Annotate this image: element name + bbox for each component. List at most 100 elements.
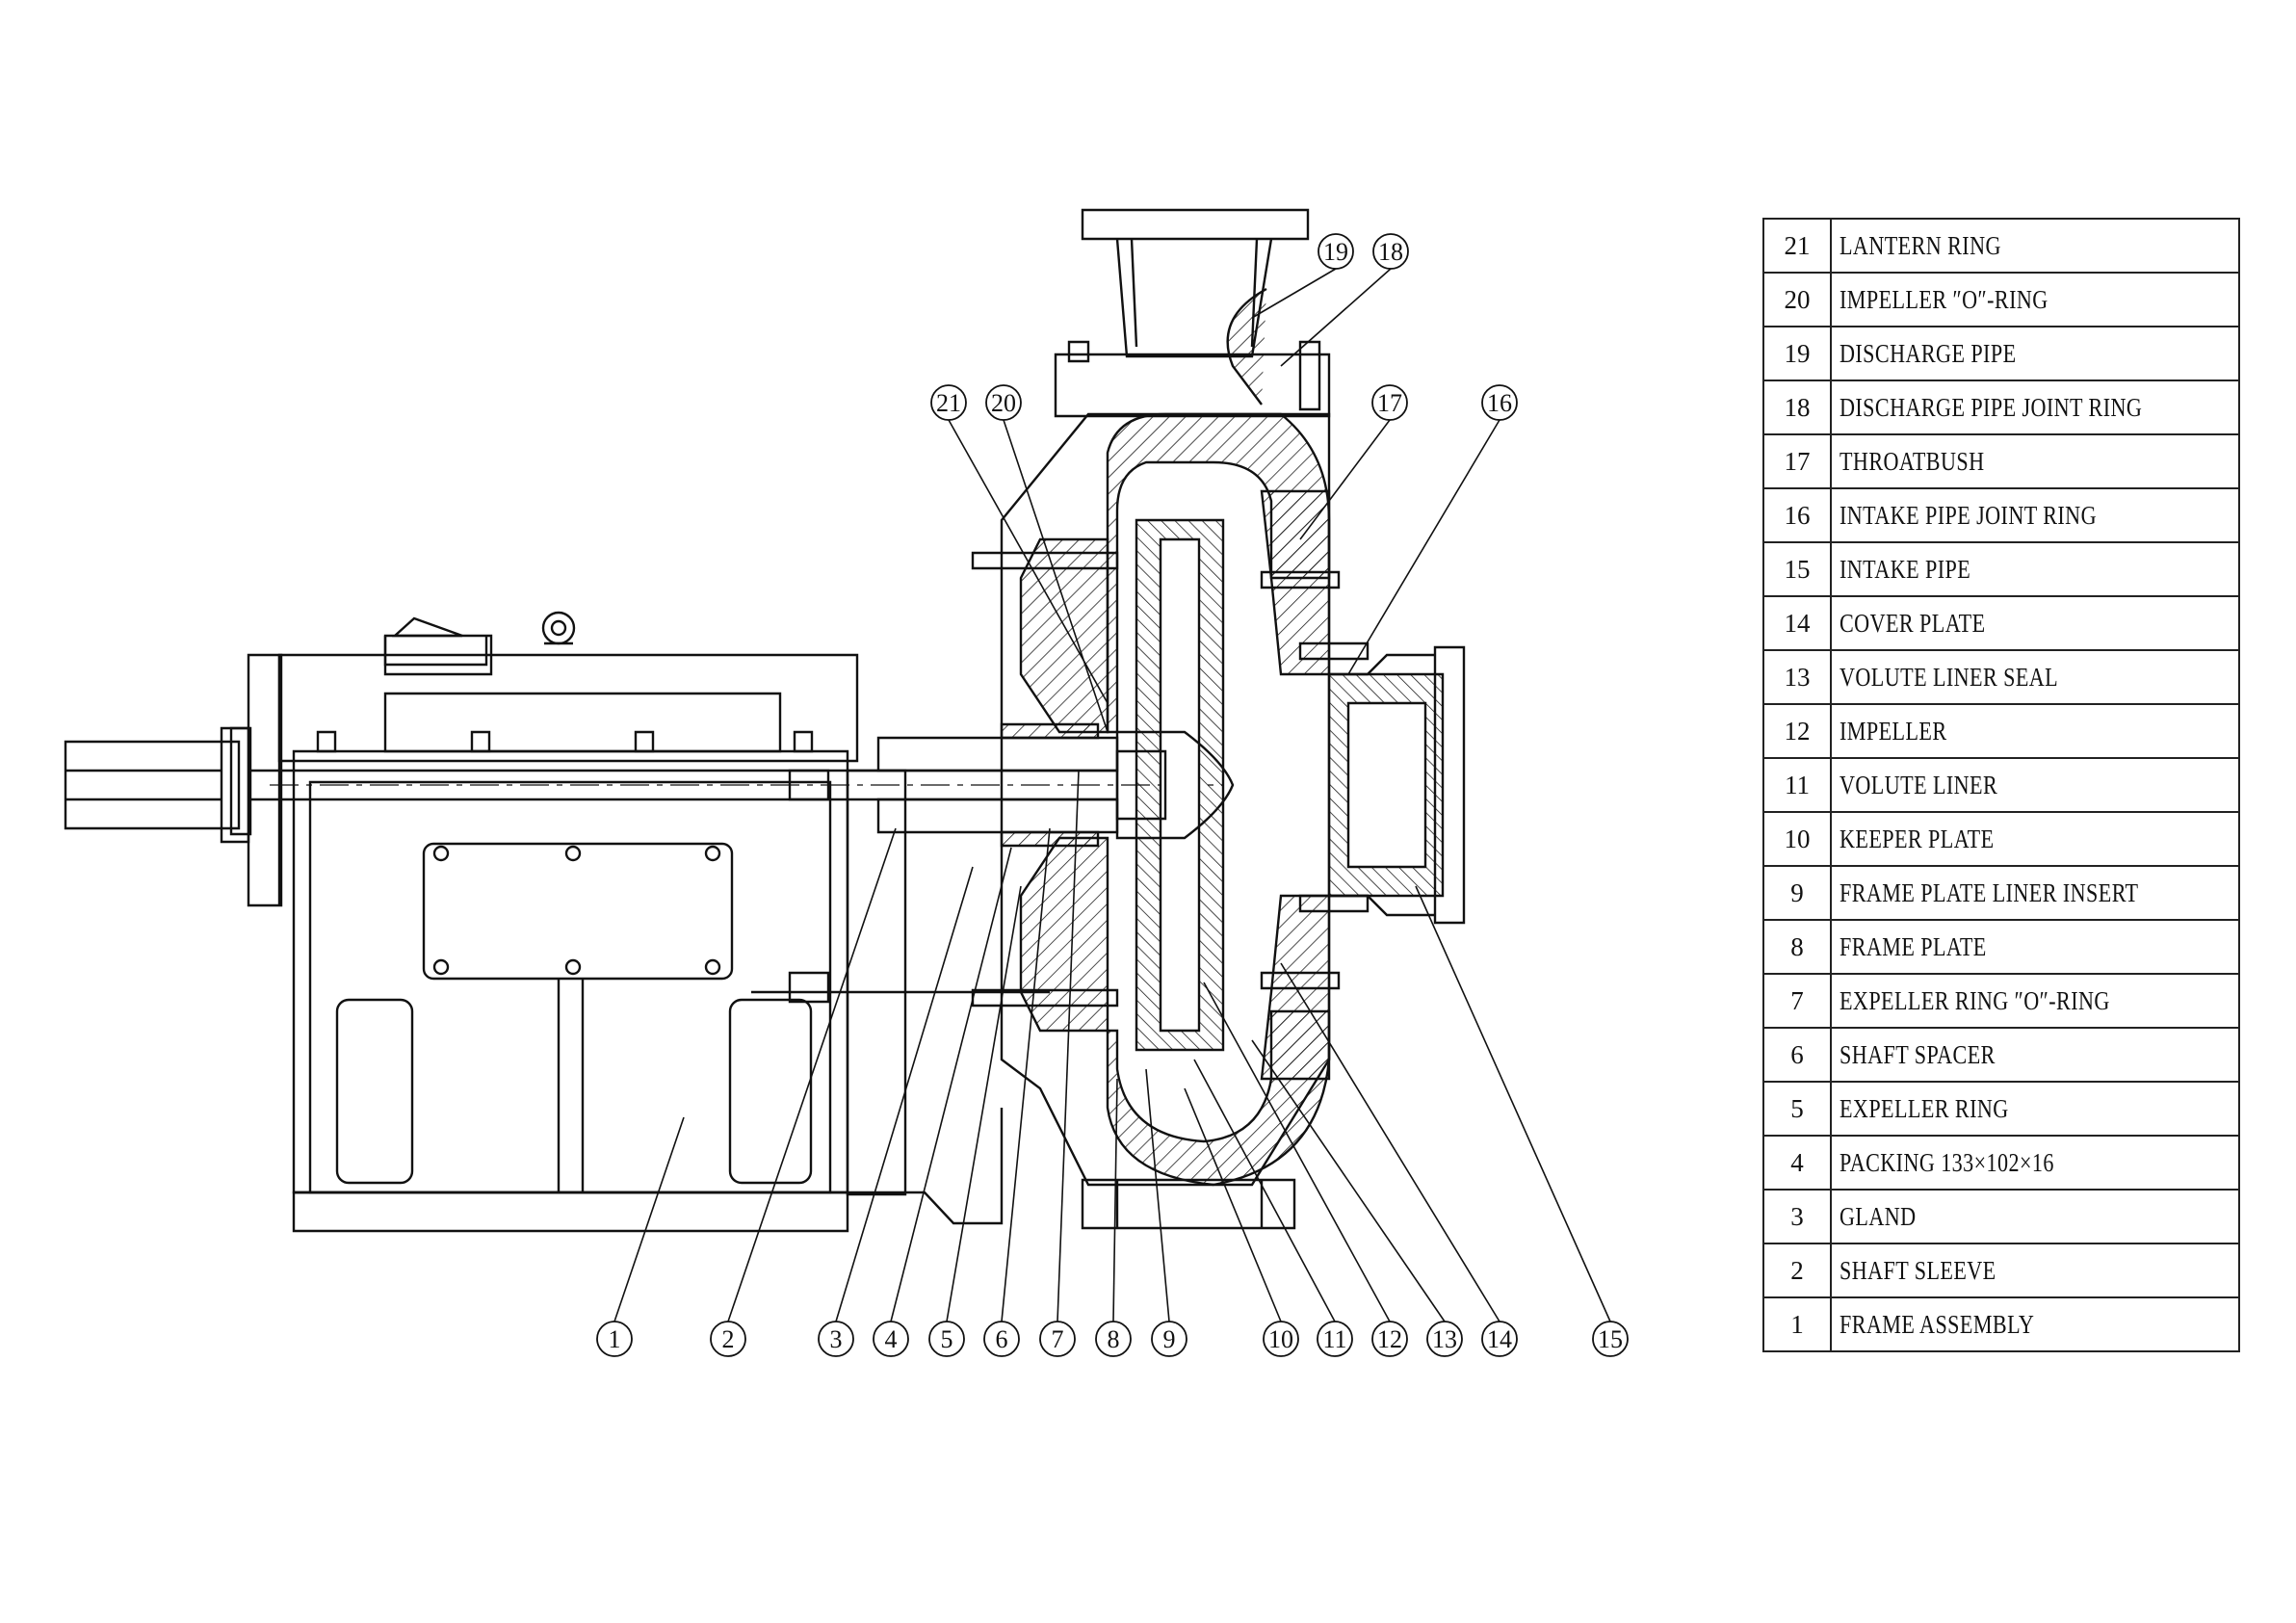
part-number: 10 (1762, 811, 1832, 867)
leader-line-17 (1300, 420, 1390, 539)
callout-number-12: 12 (1377, 1325, 1402, 1353)
part-number: 11 (1762, 757, 1832, 813)
callout-circle-5 (929, 1322, 964, 1356)
leader-line-10 (1185, 1088, 1281, 1322)
part-number: 2 (1762, 1243, 1832, 1298)
part-number: 5 (1762, 1081, 1832, 1137)
part-name-text: INTAKE PIPE JOINT RING (1839, 500, 2097, 530)
pump-wet-end (878, 210, 1464, 1228)
callout-number-17: 17 (1377, 389, 1402, 417)
callout-circle-21 (931, 385, 966, 420)
part-name: DISCHARGE PIPE (1830, 326, 2240, 381)
leader-line-5 (947, 886, 1021, 1322)
leader-line-13 (1252, 1040, 1445, 1322)
part-name: COVER PLATE (1830, 595, 2240, 651)
part-name: VOLUTE LINER SEAL (1830, 649, 2240, 705)
part-number: 15 (1762, 541, 1832, 597)
leader-line-2 (728, 828, 896, 1322)
part-name-text: KEEPER PLATE (1839, 824, 1995, 853)
part-name: FRAME ASSEMBLY (1830, 1296, 2240, 1352)
part-number: 8 (1762, 919, 1832, 975)
part-name: THROATBUSH (1830, 433, 2240, 489)
callout-circle-18 (1373, 234, 1408, 269)
part-number: 12 (1762, 703, 1832, 759)
part-name-text: IMPELLER ″O″-RING (1839, 284, 2048, 314)
frame-assembly (65, 613, 1223, 1231)
part-number: 6 (1762, 1027, 1832, 1083)
part-name: VOLUTE LINER (1830, 757, 2240, 813)
callout-number-6: 6 (996, 1325, 1008, 1353)
callout-circle-8 (1096, 1322, 1131, 1356)
callout-number-2: 2 (722, 1325, 735, 1353)
part-name-text: EXPELLER RING ″O″-RING (1839, 985, 2110, 1015)
callout-circle-20 (986, 385, 1021, 420)
part-number: 13 (1762, 649, 1832, 705)
part-name-text: SHAFT SPACER (1839, 1039, 1996, 1069)
part-number: 4 (1762, 1135, 1832, 1191)
part-name-text: DISCHARGE PIPE JOINT RING (1839, 392, 2143, 422)
callout-circle-19 (1318, 234, 1353, 269)
part-name: PACKING 133×102×16 (1830, 1135, 2240, 1191)
part-name: FRAME PLATE LINER INSERT (1830, 865, 2240, 921)
callout-number-18: 18 (1378, 238, 1403, 266)
part-name-text: COVER PLATE (1839, 608, 1986, 638)
part-name: SHAFT SLEEVE (1830, 1243, 2240, 1298)
callout-circle-3 (819, 1322, 853, 1356)
callout-circle-13 (1427, 1322, 1462, 1356)
part-name: LANTERN RING (1830, 218, 2240, 274)
part-name-text: SHAFT SLEEVE (1839, 1255, 1996, 1285)
part-name-text: PACKING 133×102×16 (1839, 1147, 2054, 1177)
part-name: EXPELLER RING (1830, 1081, 2240, 1137)
part-name: SHAFT SPACER (1830, 1027, 2240, 1083)
callout-number-4: 4 (885, 1325, 898, 1353)
callout-circle-15 (1593, 1322, 1628, 1356)
part-number: 1 (1762, 1296, 1832, 1352)
callout-number-10: 10 (1268, 1325, 1293, 1353)
callout-circle-6 (984, 1322, 1019, 1356)
part-number: 7 (1762, 973, 1832, 1029)
part-name-text: VOLUTE LINER SEAL (1839, 662, 2059, 692)
part-number: 18 (1762, 380, 1832, 435)
part-name-text: FRAME PLATE LINER INSERT (1839, 877, 2139, 907)
leader-line-6 (1002, 828, 1050, 1322)
leader-line-1 (614, 1117, 684, 1322)
callout-circle-14 (1482, 1322, 1517, 1356)
leader-line-19 (1252, 269, 1336, 318)
part-name-text: IMPELLER (1839, 716, 1947, 746)
part-name-text: FRAME PLATE (1839, 931, 1987, 961)
callout-circle-7 (1040, 1322, 1075, 1356)
leader-line-16 (1348, 420, 1500, 674)
callout-leader-lines (614, 269, 1610, 1322)
part-number: 20 (1762, 272, 1832, 327)
part-number: 21 (1762, 218, 1832, 274)
callout-circle-2 (711, 1322, 745, 1356)
part-name-text: EXPELLER RING (1839, 1093, 2009, 1123)
part-number: 16 (1762, 487, 1832, 543)
callout-circle-1 (597, 1322, 632, 1356)
callout-circle-9 (1152, 1322, 1187, 1356)
callout-number-7: 7 (1052, 1325, 1064, 1353)
part-number: 19 (1762, 326, 1832, 381)
part-name: GLAND (1830, 1189, 2240, 1244)
leader-line-18 (1281, 269, 1391, 366)
leader-line-15 (1416, 886, 1610, 1322)
leader-line-14 (1281, 963, 1500, 1322)
callout-number-20: 20 (991, 389, 1016, 417)
part-name-text: VOLUTE LINER (1839, 770, 1998, 799)
